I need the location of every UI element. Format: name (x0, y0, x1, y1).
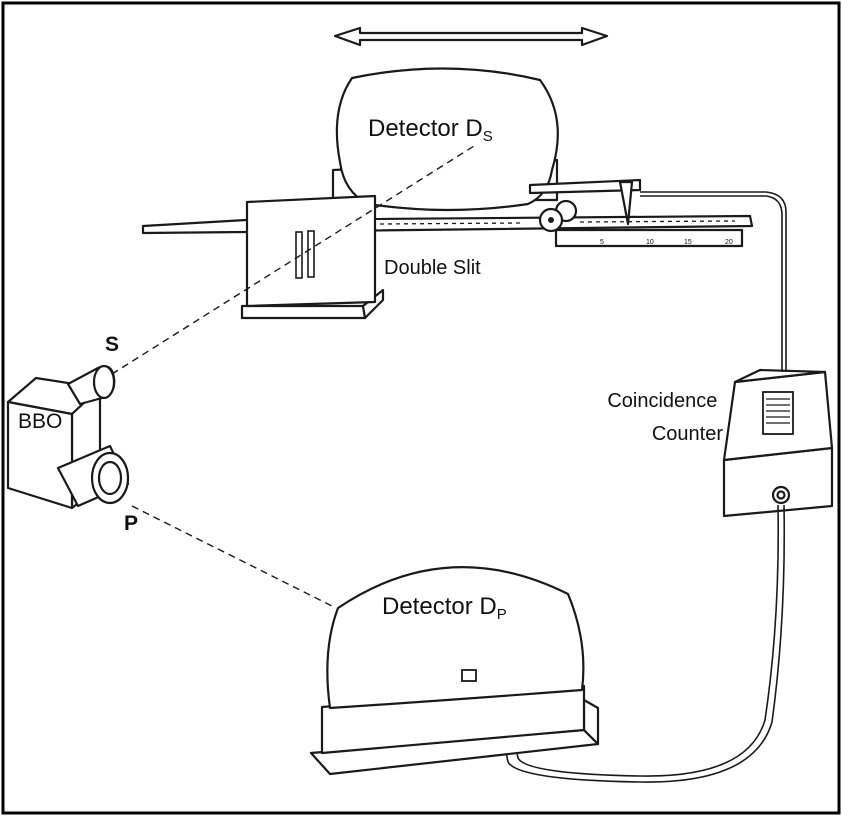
beam-s-label: S (105, 333, 119, 356)
detector-p-label: Detector DP (382, 593, 507, 623)
slit-opening-2 (307, 230, 315, 278)
slit-opening-1 (295, 231, 303, 279)
svg-text:15: 15 (684, 239, 692, 246)
svg-text:10: 10 (646, 239, 654, 246)
svg-text:5: 5 (600, 239, 604, 246)
slit-carriage (528, 178, 642, 233)
coincidence-counter-label: Coincidence Counter (607, 390, 723, 445)
translation-arrow (333, 26, 609, 47)
double-slit-label: Double Slit (384, 257, 481, 279)
counter-display (762, 391, 794, 435)
cable-ds-to-counter (640, 195, 783, 372)
svg-text:20: 20 (725, 239, 733, 246)
detector-s: Detector DS (331, 67, 559, 212)
detector-p: Detector DP (309, 566, 600, 776)
bbo-label: BBO (18, 410, 62, 433)
detector-s-label: Detector DS (368, 115, 493, 145)
rail-scale: 5 10 15 20 (600, 239, 733, 246)
cable-ds-to-counter-inner (640, 191, 787, 372)
bbo-crystal: BBO (6, 364, 130, 510)
double-slit: Double Slit (240, 194, 481, 320)
coincidence-counter: Coincidence Counter (607, 368, 834, 518)
idler-beam-path (131, 505, 333, 607)
beam-p-label: P (124, 512, 138, 535)
